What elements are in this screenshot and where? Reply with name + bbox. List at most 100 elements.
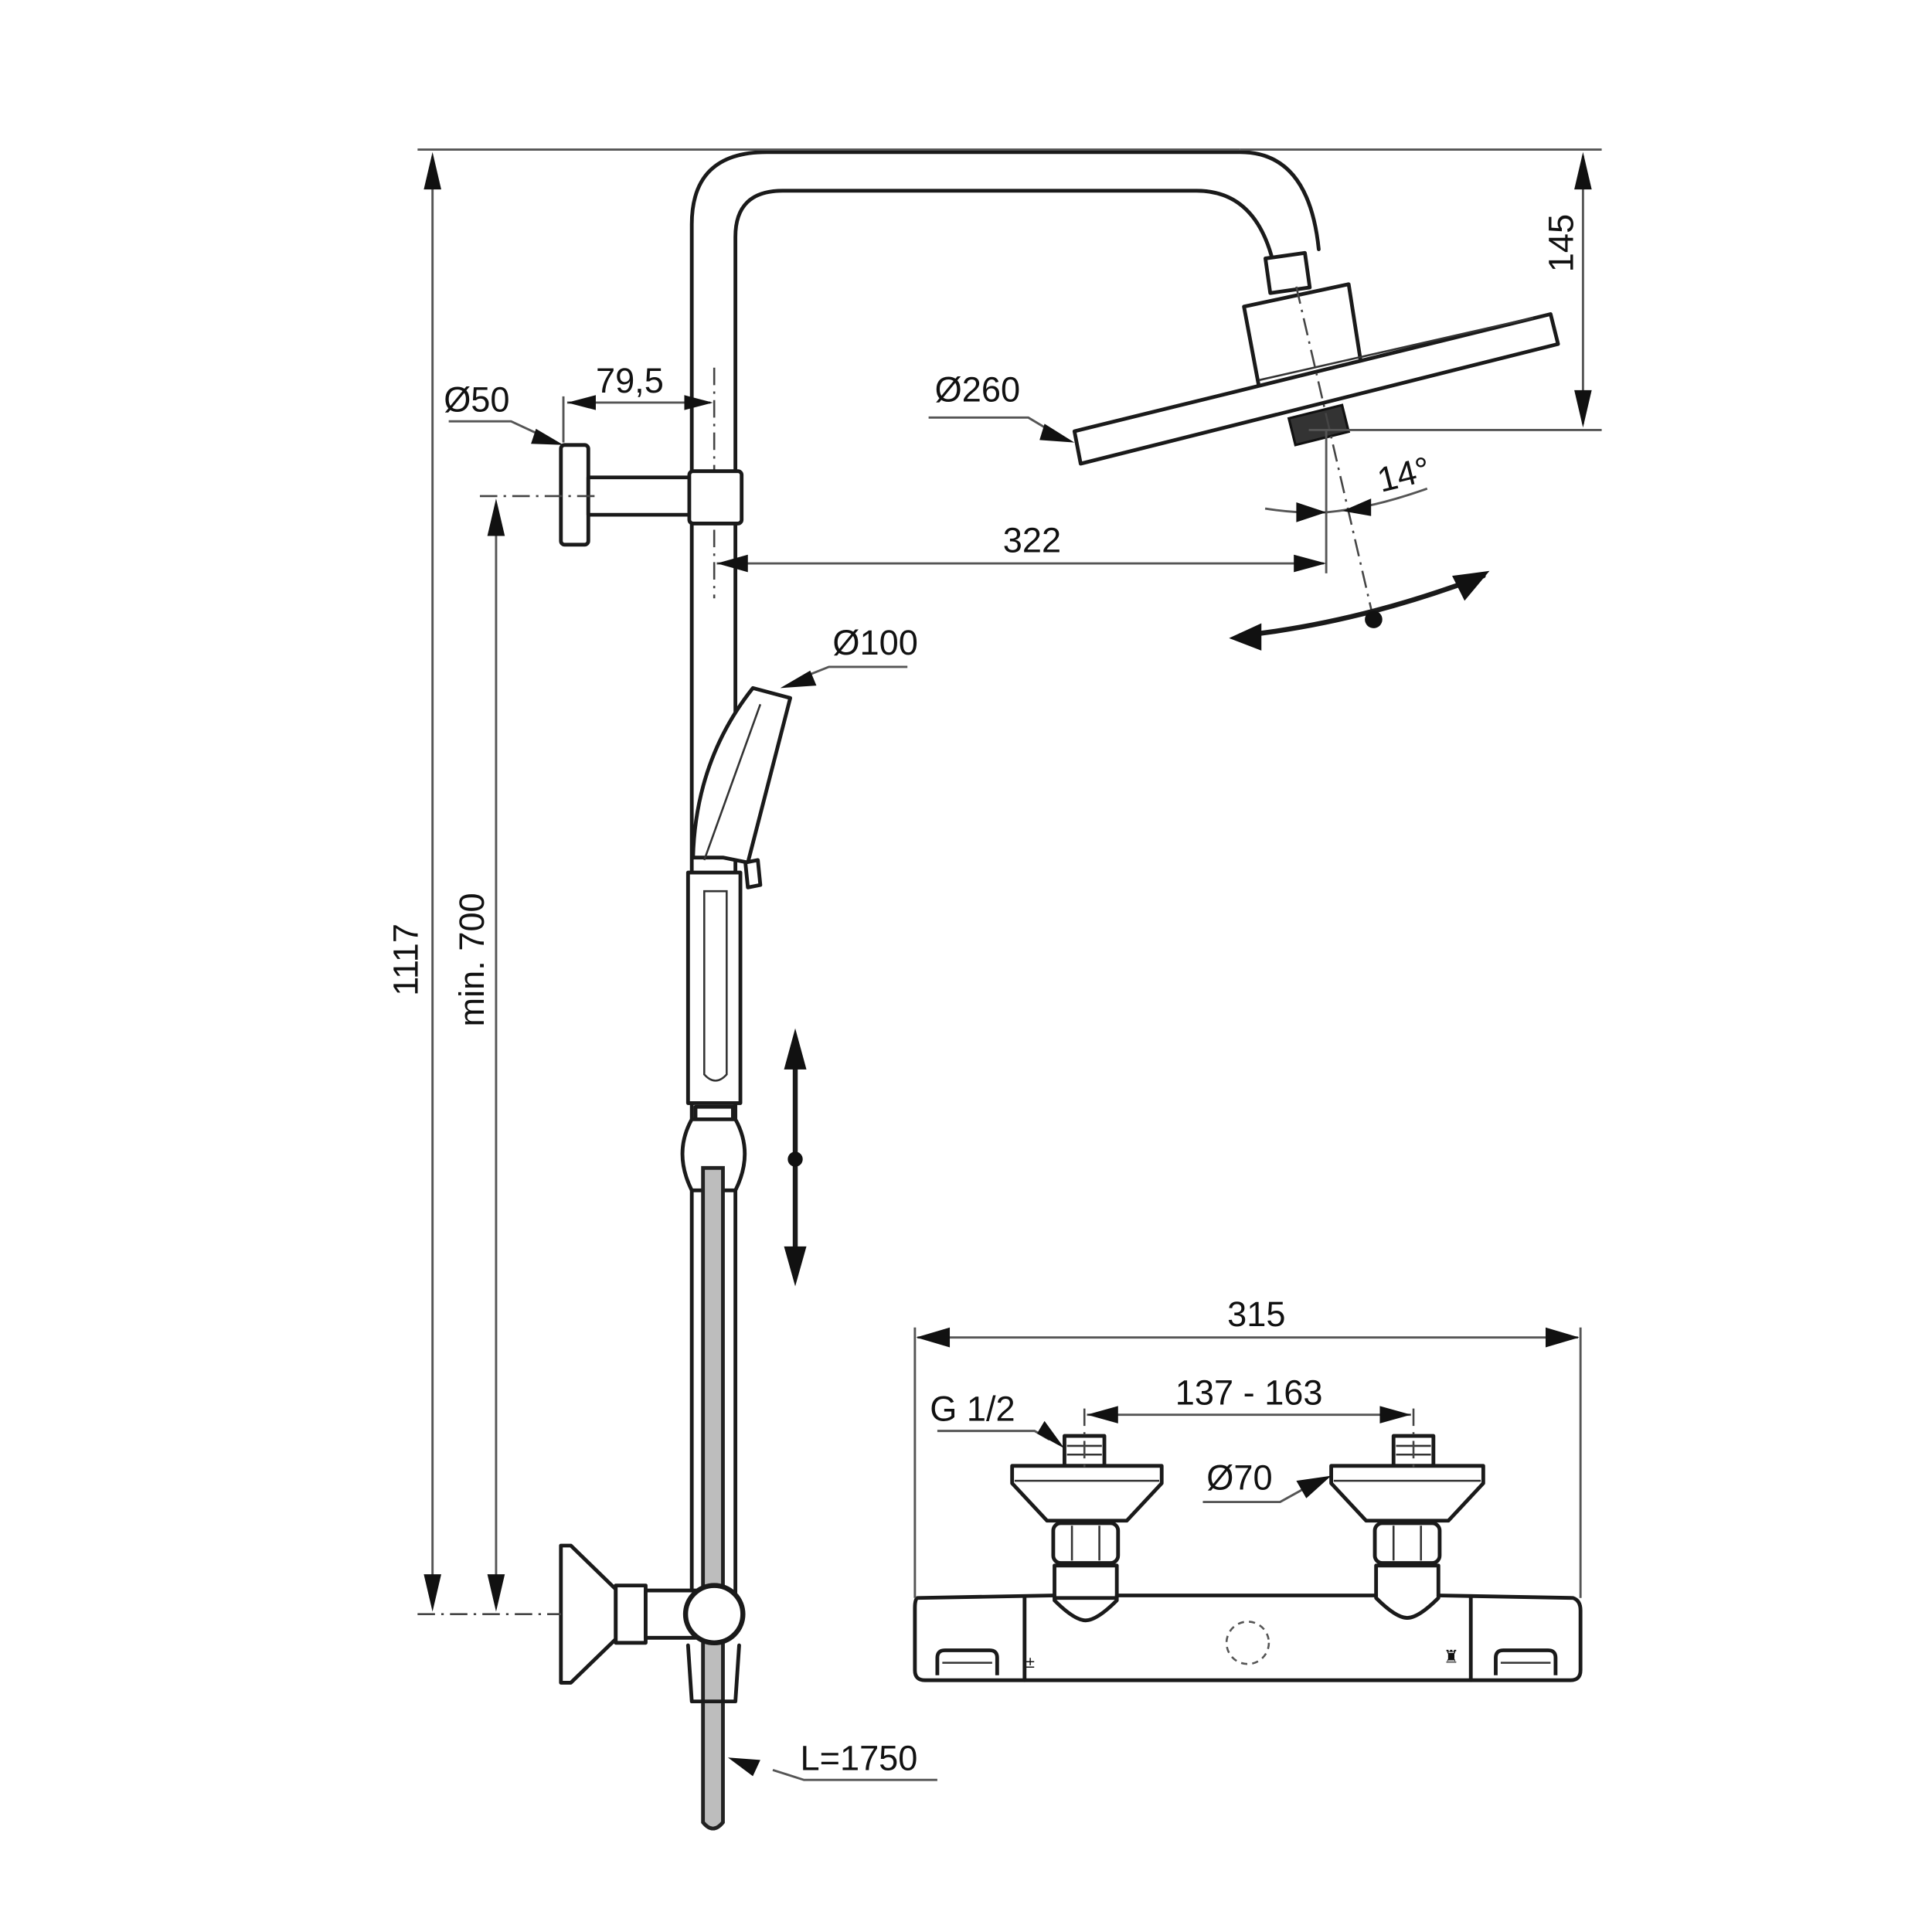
connector-escutcheon: [559, 1543, 618, 1685]
arrowhead: [1039, 423, 1075, 443]
riser-outer-line: [689, 150, 1321, 1604]
hand-shower: [680, 685, 792, 1192]
inlet-centers-label: 137 - 163: [1175, 1373, 1323, 1413]
dim-inlet-thread: G 1/2: [930, 1389, 1065, 1449]
leader-line: [772, 1768, 937, 1781]
hose-length-label: L=1750: [800, 1738, 917, 1777]
slider-holder: [680, 1117, 747, 1192]
inlet-thread-label: G 1/2: [930, 1389, 1015, 1429]
arrowhead: [1379, 1406, 1411, 1423]
eccentric: [1374, 1563, 1440, 1620]
thermostatic-mixer: ± ♜: [913, 1408, 1583, 1682]
escutcheon: [1010, 1464, 1164, 1523]
rotation-arrowhead-right: [1452, 570, 1490, 601]
dim-hand-shower-diameter: Ø100: [780, 623, 918, 689]
bracket-clamp: [687, 469, 744, 526]
dim-arm-reach: 322: [716, 521, 1327, 573]
min-height-label: min. 700: [452, 893, 492, 1026]
bracket-rose: [559, 443, 590, 547]
escutcheon: [1329, 1464, 1485, 1523]
arrowhead: [780, 670, 817, 689]
hand-shower-face: [703, 703, 762, 861]
travel-arrowhead-down: [784, 1246, 807, 1287]
shower-hose: [701, 1165, 725, 1831]
connector-sleeve: [685, 1643, 741, 1704]
arrowhead: [1574, 151, 1592, 190]
head-nut: [1264, 250, 1312, 295]
head-tilt-label: 14°: [1373, 449, 1434, 500]
dim-bracket-offset: 79,5: [562, 361, 713, 443]
connector-nut: [614, 1583, 648, 1645]
connector-ring: [682, 1583, 746, 1646]
outlet-hidden: [1225, 1621, 1270, 1665]
leader-line: [1202, 1488, 1304, 1503]
arrowhead: [1296, 1475, 1332, 1498]
slider-travel-indicator: [784, 1028, 807, 1287]
head-drop-label: 145: [1541, 214, 1580, 272]
hand-shower-button: [743, 858, 763, 889]
ball-joint: [1287, 403, 1351, 447]
hand-shower-head: [691, 685, 792, 865]
arrowhead: [487, 498, 505, 536]
dim-mixer-width: 315: [913, 1294, 1582, 1598]
mixer-width-label: 315: [1227, 1294, 1285, 1334]
arrowhead: [1574, 389, 1592, 428]
arrowhead: [1294, 554, 1327, 573]
overhead-shower-head: [1072, 250, 1560, 620]
travel-arrowhead-up: [784, 1028, 807, 1070]
arm-reach-label: 322: [1003, 521, 1061, 560]
bracket-offset-label: 79,5: [596, 361, 664, 400]
dim-head-drop: 145: [1240, 148, 1602, 431]
dim-escutcheon-diameter: Ø70: [1202, 1458, 1332, 1503]
arrowhead: [1546, 1327, 1580, 1348]
leader-line: [797, 665, 908, 681]
rotation-pivot-dot: [1365, 611, 1383, 628]
arrowhead: [716, 554, 748, 573]
arrowhead: [1087, 1406, 1118, 1423]
arrowhead: [1342, 498, 1372, 516]
dim-hose-length: L=1750: [727, 1738, 937, 1781]
arrowhead: [1296, 502, 1327, 522]
head-centerline: [1295, 286, 1375, 620]
wall-connector-bottom: [417, 1543, 746, 1704]
riser-inner-line: [733, 189, 1274, 1604]
arrowhead: [423, 1574, 441, 1612]
dim-head-diameter: Ø260: [928, 369, 1075, 443]
escutcheon-diameter-label: Ø70: [1206, 1458, 1272, 1497]
arrowhead: [423, 151, 441, 190]
arrowhead: [684, 395, 713, 410]
hand-shower-handle: [685, 870, 743, 1105]
dim-bracket-diameter: Ø50: [444, 379, 564, 445]
total-height-label: 1117: [386, 923, 425, 996]
wall-bracket-top: [479, 443, 744, 547]
handle-slot: [703, 889, 728, 1082]
dim-total-height: 1117: [386, 148, 1240, 1612]
mixer-body: [913, 1594, 1583, 1682]
arrowhead: [566, 395, 596, 410]
head-plate: [1072, 312, 1560, 466]
arrowhead: [531, 428, 564, 445]
hand-shower-diameter-label: Ø100: [832, 623, 917, 662]
arrowhead: [727, 1757, 760, 1777]
head-plate-line: [1258, 317, 1534, 382]
leader-line: [448, 420, 549, 440]
head-rotation-indicator: [1229, 570, 1490, 651]
rotation-arrowhead-left: [1229, 623, 1262, 651]
temperature-plus-minus-icon: ±: [1026, 1654, 1035, 1672]
inlet-left: [1010, 1408, 1164, 1620]
dim-inlet-centers: 137 - 163: [1087, 1373, 1411, 1423]
bracket-arm: [586, 475, 698, 517]
arrowhead: [916, 1327, 951, 1348]
angle-arc: [1264, 487, 1428, 514]
shower-flow-icon: ♜: [1444, 1648, 1459, 1667]
arrowhead: [487, 1574, 505, 1612]
dim-min-height: min. 700: [452, 498, 505, 1612]
shower-column: [689, 150, 1321, 1604]
union-nut: [1372, 1521, 1442, 1565]
eccentric-front-left: [1053, 1596, 1119, 1623]
arrowhead: [1036, 1420, 1065, 1449]
inlet-right: [1329, 1408, 1485, 1620]
dim-head-tilt: 14°: [1264, 430, 1434, 573]
leader-line: [937, 1430, 1050, 1441]
